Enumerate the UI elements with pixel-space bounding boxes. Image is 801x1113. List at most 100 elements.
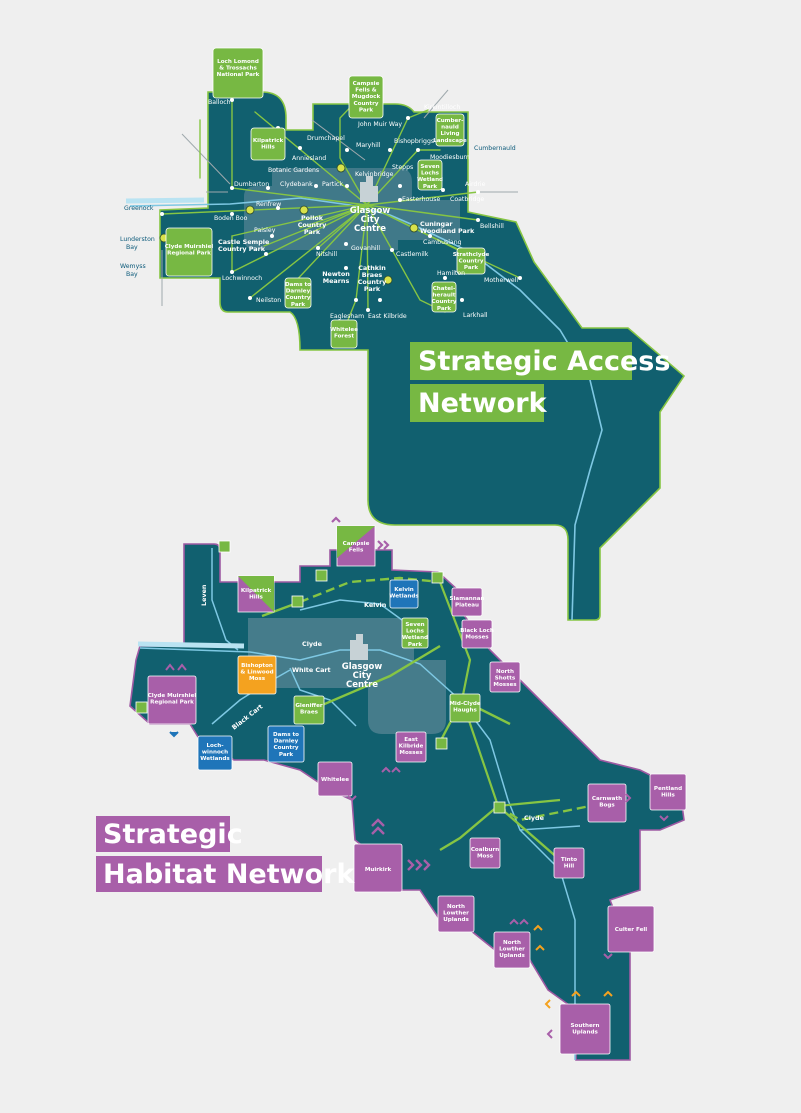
place-label-kirkintilloch: Kirkintilloch — [424, 104, 460, 111]
habitat-title-banner-2 — [96, 856, 322, 892]
chevron-down-icon — [347, 795, 357, 802]
site-label-campsie: Campsie — [343, 541, 370, 547]
place-label-motherwell: Motherwell — [484, 277, 518, 284]
dest-label-clydemuirshiel: Clyde Muirshiel — [165, 244, 214, 250]
habitat-title-line2: Habitat Network — [103, 859, 355, 890]
place-label-lunderston2: Bay — [126, 244, 138, 251]
site-label-northlowther2: Lowther — [499, 947, 525, 953]
dest-label-sevenlochs: Park — [423, 184, 437, 190]
dest-label-cumbernauld_living: Living — [440, 131, 459, 137]
dest-box-strathclyde — [456, 247, 486, 275]
dest-label-sevenlochs: Seven — [420, 164, 439, 170]
multi-label-newton: Newton — [322, 270, 350, 278]
dest-label-strathclyde: Country — [459, 259, 484, 265]
chevron-right-icon — [377, 540, 390, 550]
dest-label-campsie: Park — [359, 107, 373, 113]
site-label-bishopton: & Linwood — [240, 670, 273, 676]
site-label-midclyde: Haughs — [453, 708, 477, 714]
dest-box-clydemuirshiel — [165, 227, 213, 277]
glasgow-skyline-icon — [350, 634, 368, 660]
tree-icon — [383, 275, 393, 285]
site-label-northlowther2: Uplands — [499, 953, 525, 959]
place-label-bellshill: Bellshill — [480, 223, 504, 230]
site-box-coalburn — [469, 837, 501, 869]
site-label-northshotts: Mosses — [493, 682, 517, 688]
place-label-renfrew: Renfrew — [256, 201, 281, 208]
site-label-northshotts: North — [496, 669, 514, 675]
dest-label-chatelherault: Country — [432, 299, 457, 305]
dest-label-chatelherault: Park — [437, 306, 451, 312]
chevron-up-icon — [509, 918, 529, 925]
city-centre-label: Glasgow — [350, 206, 391, 216]
chevron-down-icon — [603, 953, 613, 960]
water-label-whitecart: White Cart — [292, 666, 331, 674]
water-label-kelvin: Kelvin — [364, 601, 387, 609]
dest-label-cumbernauld_living: Landscape — [433, 138, 467, 144]
habitat-network-map: CampsieFellsKilpatrickHillsKelvinWetland… — [96, 516, 687, 1061]
dest-label-lomond: & Trossachs — [219, 66, 257, 72]
chevron-down-icon — [169, 731, 179, 738]
city-centre-label: Centre — [354, 224, 386, 234]
multi-label-castlesemple: Castle Semple — [218, 238, 270, 246]
site-label-muirkirk: Muirkirk — [365, 867, 392, 873]
place-label-lochwinnoch: Lochwinnoch — [222, 275, 262, 282]
dest-label-whitelee: Forest — [334, 334, 354, 340]
site-label-blackloch: Mosses — [465, 635, 489, 641]
access-title-banner-1 — [410, 342, 632, 380]
site-box-culterfell — [607, 905, 655, 953]
chevron-right-icon — [407, 859, 431, 871]
site-label-tinto: Tinto — [561, 857, 577, 863]
dest-label-kilpatrick: Kilpatrick — [253, 138, 284, 144]
place-label-govanhill: Govanhill — [351, 245, 380, 252]
tree-icon — [336, 163, 346, 173]
glasgow-skyline-icon — [360, 176, 378, 202]
place-label-eaglesham: Eaglesham — [330, 313, 364, 320]
chevron-left-icon — [546, 1029, 553, 1039]
site-label-sevenlochs: Seven — [405, 622, 424, 628]
place-label-nitshill: Nitshill — [316, 251, 337, 258]
dest-label-sevenlochs: Lochs — [421, 171, 440, 177]
chevron-left-icon — [544, 999, 551, 1009]
place-label-stepps: Stepps — [392, 164, 413, 171]
site-label-culterfell: Culter Fell — [615, 927, 647, 933]
access-title-line1: Strategic Access — [418, 346, 670, 377]
site-label-dams: Park — [279, 752, 293, 758]
dest-label-sevenlochs: Wetland — [417, 177, 443, 183]
place-label-maryhill: Maryhill — [356, 142, 381, 149]
chevron-up-icon — [381, 766, 401, 773]
tree-icon — [409, 223, 419, 233]
site-label-southernuplands: Uplands — [572, 1030, 598, 1036]
site-box-midclyde — [449, 693, 481, 723]
site-label-bishopton: Bishopton — [241, 663, 273, 669]
site-box-eastkilbride — [395, 731, 427, 763]
city-centre-label: City — [361, 215, 380, 225]
place-label-clydebank: Clydebank — [280, 181, 313, 188]
city-centre-label: Centre — [346, 680, 378, 690]
multi-label-cathkin: Braes — [362, 271, 383, 279]
site-label-lochwinnoch: Loch- — [206, 743, 224, 749]
place-label-eastkilbride: East Kilbride — [368, 313, 407, 320]
site-box-dams — [267, 725, 305, 763]
chevron-up-icon — [571, 990, 613, 997]
multi-label-cathkin: Country — [358, 278, 387, 286]
site-box-gleniffer — [293, 695, 325, 725]
dest-label-campsie: Country — [354, 101, 379, 107]
site-label-dams: Country — [274, 745, 299, 751]
site-label-dams: Dams to — [273, 732, 299, 738]
site-box-northlowther2 — [493, 931, 531, 969]
site-box-blackloch — [461, 619, 493, 649]
site-label-slamannan: Slamannan — [449, 596, 484, 602]
dest-label-campsie: Mugdock — [352, 94, 381, 100]
chevron-up-icon — [165, 663, 187, 671]
site-label-kelvin_wet: Wetlands — [389, 594, 419, 600]
site-label-kilpatrick: Hills — [249, 595, 263, 601]
site-label-gleniffer: Gleniffer — [295, 703, 323, 709]
site-label-sevenlochs: Wetland — [402, 635, 428, 641]
place-label-bishopbriggs: Bishopbriggs — [394, 138, 434, 145]
place-label-drumchapel: Drumchapel — [307, 135, 345, 142]
site-label-northlowther1: North — [447, 904, 465, 910]
dest-label-chatelherault: herault — [433, 293, 456, 299]
site-label-kelvin_wet: Kelvin — [394, 587, 414, 593]
